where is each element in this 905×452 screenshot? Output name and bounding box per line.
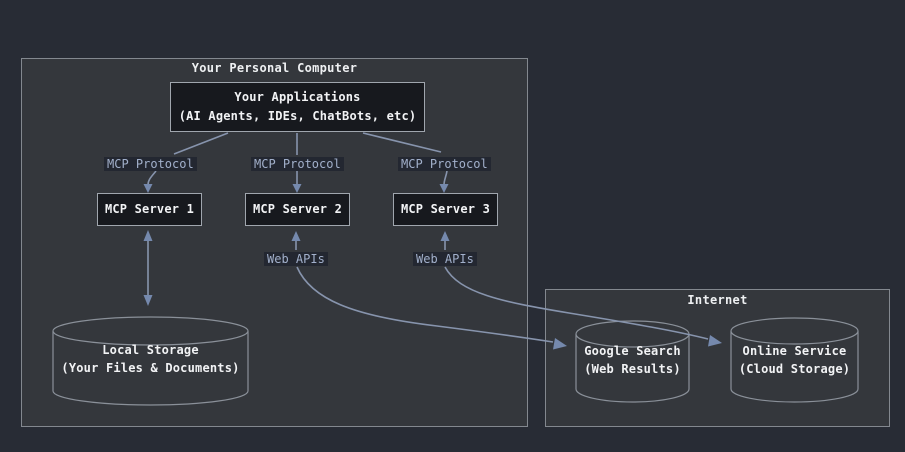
online-service-subtitle: (Cloud Storage) [738,362,851,376]
google-search-label: Google Search (Web Results) [576,342,689,378]
online-service-label: Online Service (Cloud Storage) [731,342,858,378]
web-apis-label-1: Web APIs [264,252,328,266]
mcp-server-node-3: MCP Server 3 [393,193,498,226]
local-storage-title: Local Storage [102,343,199,357]
mcp-server-1-label: MCP Server 1 [104,202,195,216]
personal-computer-title: Your Personal Computer [191,61,358,75]
mcp-protocol-label-2: MCP Protocol [251,157,344,171]
mcp-server-node-2: MCP Server 2 [245,193,350,226]
mcp-protocol-label-3: MCP Protocol [398,157,491,171]
applications-node: Your Applications (AI Agents, IDEs, Chat… [170,82,425,132]
google-search-subtitle: (Web Results) [584,362,681,376]
local-storage-label: Local Storage (Your Files & Documents) [53,341,248,377]
applications-subtitle: (AI Agents, IDEs, ChatBots, etc) [178,109,417,123]
web-apis-label-2: Web APIs [413,252,477,266]
mcp-server-node-1: MCP Server 1 [97,193,202,226]
mcp-server-2-label: MCP Server 2 [252,202,343,216]
mcp-server-3-label: MCP Server 3 [400,202,491,216]
mcp-protocol-label-1: MCP Protocol [104,157,197,171]
online-service-title: Online Service [742,344,847,358]
applications-title: Your Applications [234,90,361,104]
internet-title: Internet [687,293,748,307]
local-storage-subtitle: (Your Files & Documents) [61,361,240,375]
google-search-title: Google Search [584,344,681,358]
